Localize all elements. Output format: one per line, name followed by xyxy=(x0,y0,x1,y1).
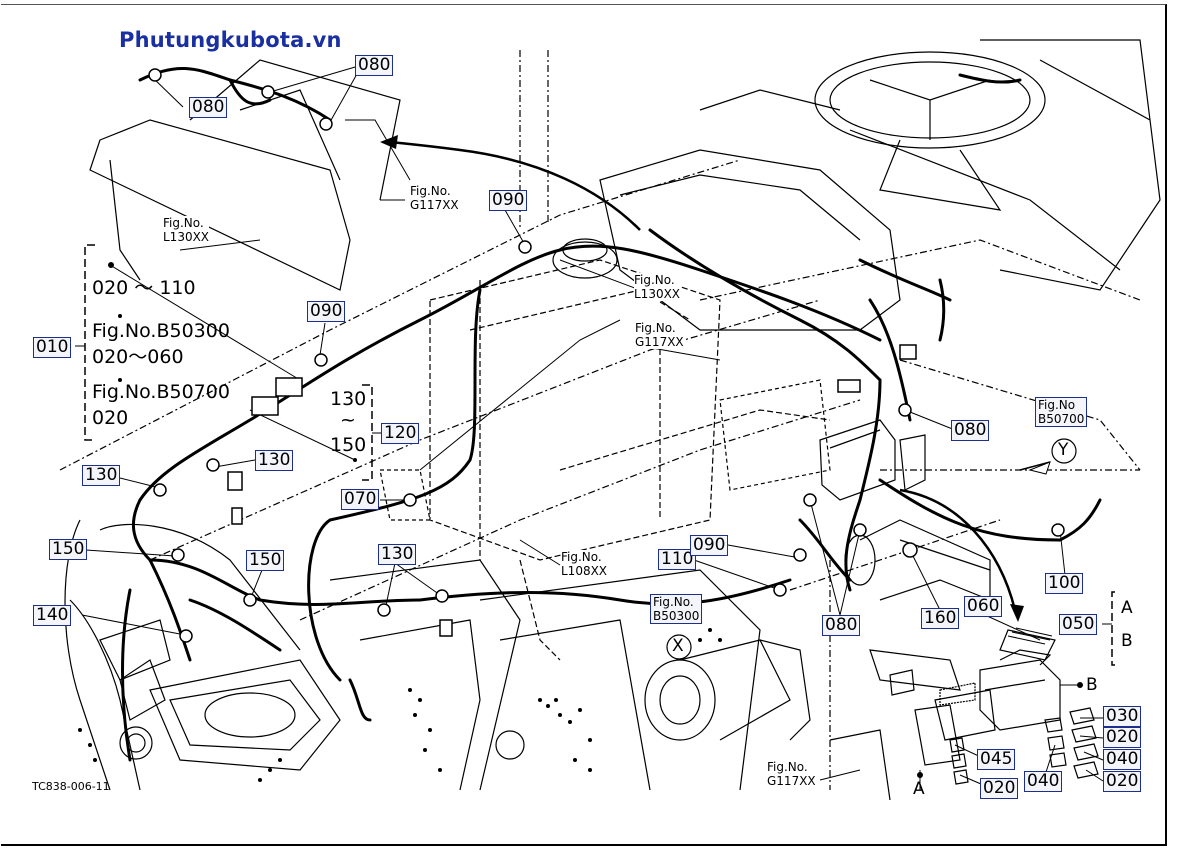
callout-080[interactable]: 080 xyxy=(822,615,861,636)
figref-label: Fig.No xyxy=(1038,398,1076,412)
range-line: 020～060 xyxy=(92,346,184,368)
drawing-frame xyxy=(1,4,1167,846)
figref-b50300[interactable]: Fig.No. B50300 xyxy=(650,594,703,624)
figref-label: Fig.No. xyxy=(653,595,694,609)
figref-l130xx[interactable]: Fig.No. L130XX xyxy=(634,273,681,301)
figref-label: Fig.No. xyxy=(767,760,808,774)
range-line: 020 ～ 110 xyxy=(92,277,196,299)
range-120-top: 130 xyxy=(330,388,367,410)
marker-b: B xyxy=(1121,631,1133,651)
figref-code: B50700 xyxy=(1038,412,1085,426)
callout-020[interactable]: 020 xyxy=(1103,727,1142,748)
figref-code: L108XX xyxy=(561,564,608,578)
figref-label: Fig.No. xyxy=(561,550,602,564)
callout-130[interactable]: 130 xyxy=(82,465,121,486)
callout-120[interactable]: 120 xyxy=(381,423,420,444)
figref-code: G117XX xyxy=(767,774,816,788)
marker-a: A xyxy=(1121,598,1133,618)
callout-020[interactable]: 020 xyxy=(1103,771,1142,792)
callout-090[interactable]: 090 xyxy=(307,301,346,322)
callout-050[interactable]: 050 xyxy=(1059,614,1098,635)
figref-g117xx[interactable]: Fig.No. G117XX xyxy=(410,184,459,212)
marker-a-ref: A xyxy=(913,779,925,799)
range-120-tilde: ~ xyxy=(340,409,356,431)
callout-060[interactable]: 060 xyxy=(964,596,1003,617)
marker-y: Y xyxy=(1058,440,1069,460)
range-line: 020 xyxy=(92,407,129,429)
callout-080[interactable]: 080 xyxy=(951,420,990,441)
callout-110[interactable]: 110 xyxy=(658,549,697,570)
callout-080[interactable]: 080 xyxy=(355,55,394,76)
callout-150[interactable]: 150 xyxy=(246,550,285,571)
figref-code: L130XX xyxy=(163,230,210,244)
figref-code: B50300 xyxy=(653,609,700,623)
figref-l108xx[interactable]: Fig.No. L108XX xyxy=(561,550,608,578)
callout-040[interactable]: 040 xyxy=(1103,749,1142,770)
figref-g117xx[interactable]: Fig.No. G117XX xyxy=(635,321,684,349)
callout-090[interactable]: 090 xyxy=(489,190,528,211)
range-line: Fig.No.B50300 xyxy=(92,320,230,342)
callout-045[interactable]: 045 xyxy=(977,749,1016,770)
figref-label: Fig.No. xyxy=(634,273,675,287)
callout-160[interactable]: 160 xyxy=(921,608,960,629)
figref-b50700[interactable]: Fig.No B50700 xyxy=(1035,397,1088,427)
marker-b-ref: B xyxy=(1086,675,1098,695)
callout-070[interactable]: 070 xyxy=(341,489,380,510)
marker-x: X xyxy=(672,636,684,656)
callout-130[interactable]: 130 xyxy=(255,450,294,471)
figref-code: G117XX xyxy=(410,198,459,212)
callout-130[interactable]: 130 xyxy=(378,544,417,565)
figref-code: G117XX xyxy=(635,335,684,349)
callout-020[interactable]: 020 xyxy=(980,778,1019,799)
figref-label: Fig.No. xyxy=(635,321,676,335)
callout-100[interactable]: 100 xyxy=(1045,573,1084,594)
callout-010[interactable]: 010 xyxy=(33,337,72,358)
figref-label: Fig.No. xyxy=(410,184,451,198)
callout-140[interactable]: 140 xyxy=(33,605,72,626)
range-120-bottom: 150 xyxy=(330,434,367,456)
callout-030[interactable]: 030 xyxy=(1103,706,1142,727)
figref-l130xx[interactable]: Fig.No. L130XX xyxy=(163,216,210,244)
callout-090[interactable]: 090 xyxy=(690,535,729,556)
range-line: Fig.No.B50700 xyxy=(92,381,230,403)
callout-150[interactable]: 150 xyxy=(49,539,88,560)
figref-label: Fig.No. xyxy=(163,216,204,230)
callout-040[interactable]: 040 xyxy=(1024,771,1063,792)
figref-code: L130XX xyxy=(634,287,681,301)
drawing-code: TC838-006-11 xyxy=(32,780,110,793)
figref-g117xx[interactable]: Fig.No. G117XX xyxy=(767,760,816,788)
callout-080[interactable]: 080 xyxy=(189,97,228,118)
watermark: Phutungkubota.vn xyxy=(119,28,342,52)
